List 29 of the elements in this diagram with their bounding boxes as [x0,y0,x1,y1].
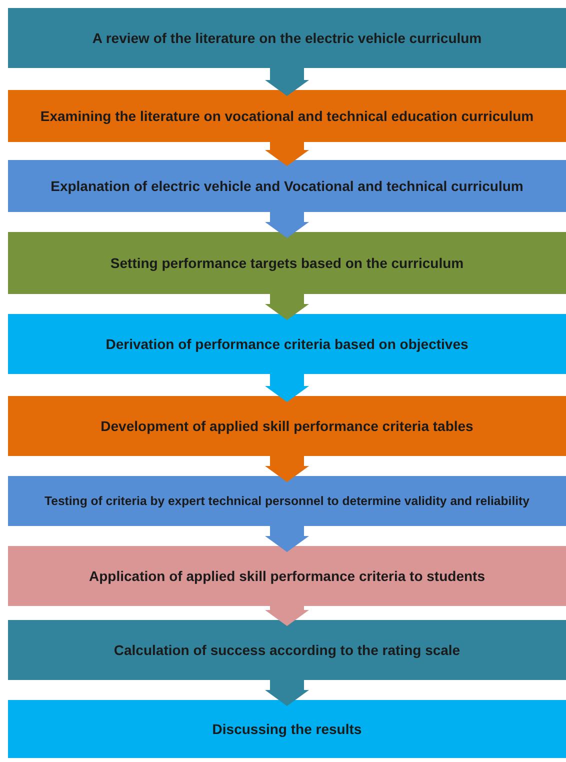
process-box [8,90,566,142]
step-text: Discussing the results [212,721,362,737]
process-box [8,396,566,456]
process-box [8,8,566,68]
step-text: Calculation of success according to the rating scale [114,642,460,658]
step-text: Development of applied skill performance criteria tables [100,418,474,434]
process-box [8,314,566,374]
block-arrow [265,374,309,402]
block-arrow [265,212,309,238]
block-arrow [265,606,309,626]
process-box [8,700,566,758]
block-arrow [265,680,309,706]
block-arrow [265,456,309,482]
step-text: Application of applied skill performance criteria to students [89,568,485,584]
process-box [8,476,566,526]
step-text: Examining the literature on vocational and technical education curriculum [40,108,534,124]
step-text: A review of the literature on the electric vehicle curriculum [92,30,482,46]
process-box [8,232,566,294]
process-box [8,546,566,606]
step-text: Testing of criteria by expert technical personnel to determine validity and reliability [44,494,530,508]
block-arrow [265,294,309,320]
step-text: Setting performance targets based on the curriculum [110,255,464,271]
block-arrow [265,68,309,96]
block-arrow [265,142,309,166]
process-box [8,620,566,680]
step-text: Explanation of electric vehicle and Vocational and technical curriculum [50,178,524,194]
process-box [8,160,566,212]
step-text: Derivation of performance criteria based on objectives [106,336,468,352]
block-arrow [265,526,309,552]
